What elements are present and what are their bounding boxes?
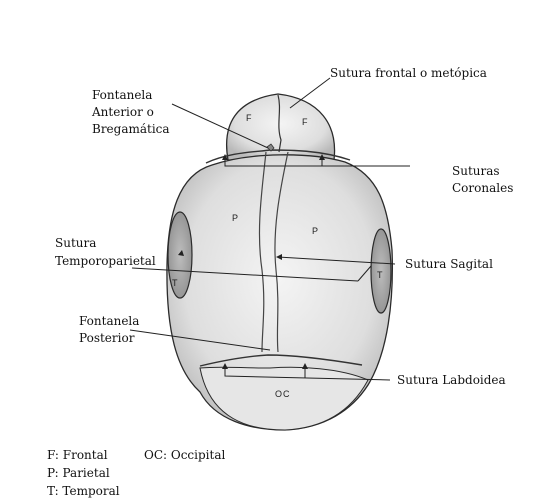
bone-occipital: OC — [275, 389, 291, 399]
legend-frontal: F: Frontal — [47, 448, 108, 463]
bone-temporal-left: T — [172, 278, 179, 288]
legend-parietal: P: Parietal — [47, 466, 110, 481]
legend-temporal: T: Temporal — [47, 484, 120, 499]
bone-parietal-left: P — [232, 213, 239, 223]
bone-frontal-left: F — [246, 113, 253, 123]
label-sutura-frontal: Sutura frontal o metópica — [330, 66, 487, 81]
label-fontanela-anterior-1: Fontanela — [92, 88, 152, 103]
label-sutura-sagital: Sutura Sagital — [405, 257, 493, 272]
bone-temporal-right: T — [377, 270, 384, 280]
label-suturas-coronales-1: Suturas — [452, 164, 500, 179]
label-sutura-temporoparietal-1: Sutura — [55, 236, 96, 251]
legend-occipital: OC: Occipital — [144, 448, 225, 463]
bone-parietal-right: P — [312, 226, 319, 236]
label-fontanela-anterior-3: Bregamática — [92, 122, 170, 137]
label-fontanela-anterior-2: Anterior o — [92, 105, 154, 120]
label-fontanela-posterior-2: Posterior — [79, 331, 134, 346]
label-sutura-labdoidea: Sutura Labdoidea — [397, 373, 506, 388]
bone-frontal-right: F — [302, 117, 309, 127]
label-suturas-coronales-2: Coronales — [452, 181, 513, 196]
label-fontanela-posterior-1: Fontanela — [79, 314, 139, 329]
label-sutura-temporoparietal-2: Temporoparietal — [55, 254, 156, 269]
